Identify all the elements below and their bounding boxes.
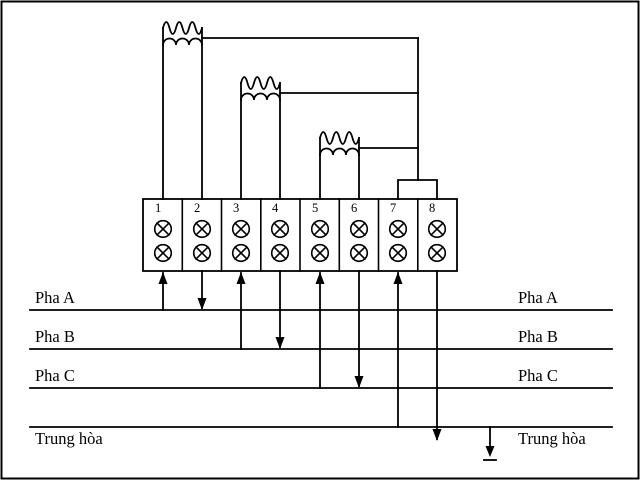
label-neutral-right: Trung hòa [518,429,586,448]
arrow-down-icon [354,376,364,388]
label-phase-a-right: Pha A [518,288,558,307]
ground-icon [483,426,497,461]
current-winding-icon [240,92,281,101]
ground-arrow [485,446,495,457]
voltage-winding-icon [239,76,282,90]
terminal-number-3: 3 [233,201,239,215]
current-winding-icon [162,37,203,46]
label-phase-b-right: Pha B [518,327,558,346]
meter-coil-phase-a [161,21,419,200]
meter-coil-phase-b [239,76,419,200]
terminal-number-2: 2 [194,201,200,215]
arrow-up-icon [393,272,403,284]
meter-coil-phase-c [318,131,419,200]
current-winding-icon [319,147,360,156]
label-phase-c-left: Pha C [35,366,75,385]
phase-c-in-connector [315,272,325,389]
phase-b-out-connector [275,270,285,349]
terminal-number-7: 7 [390,201,396,215]
arrow-up-icon [315,272,325,284]
arrow-down-icon [432,429,442,441]
terminal-number-4: 4 [272,201,279,215]
terminal-number-5: 5 [312,201,318,215]
label-phase-c-right: Pha C [518,366,558,385]
terminal-number-1: 1 [155,201,161,215]
neutral-out-connector [432,270,442,441]
voltage-winding-icon [161,21,204,35]
voltage-winding-icon [318,131,361,145]
label-phase-a-left: Pha A [35,288,75,307]
neutral-in-connector [393,272,403,428]
arrow-up-icon [236,272,246,284]
neutral-link-bracket [397,179,438,200]
terminal-number-6: 6 [351,201,357,215]
terminal-dividers [181,198,419,272]
arrow-up-icon [158,272,168,284]
terminal-number-8: 8 [429,201,435,215]
coil-leads [162,27,203,200]
phase-b-in-connector [236,272,246,350]
terminal-block: 1 2 3 4 5 6 7 8 [142,198,458,272]
phase-a-out-connector [197,270,207,310]
phase-c-out-connector [354,270,364,388]
phase-a-in-connector [158,272,168,311]
coil-leads [240,82,281,200]
arrow-down-icon [197,298,207,310]
label-phase-b-left: Pha B [35,327,75,346]
label-neutral-left: Trung hòa [35,429,103,448]
arrow-down-icon [275,337,285,349]
